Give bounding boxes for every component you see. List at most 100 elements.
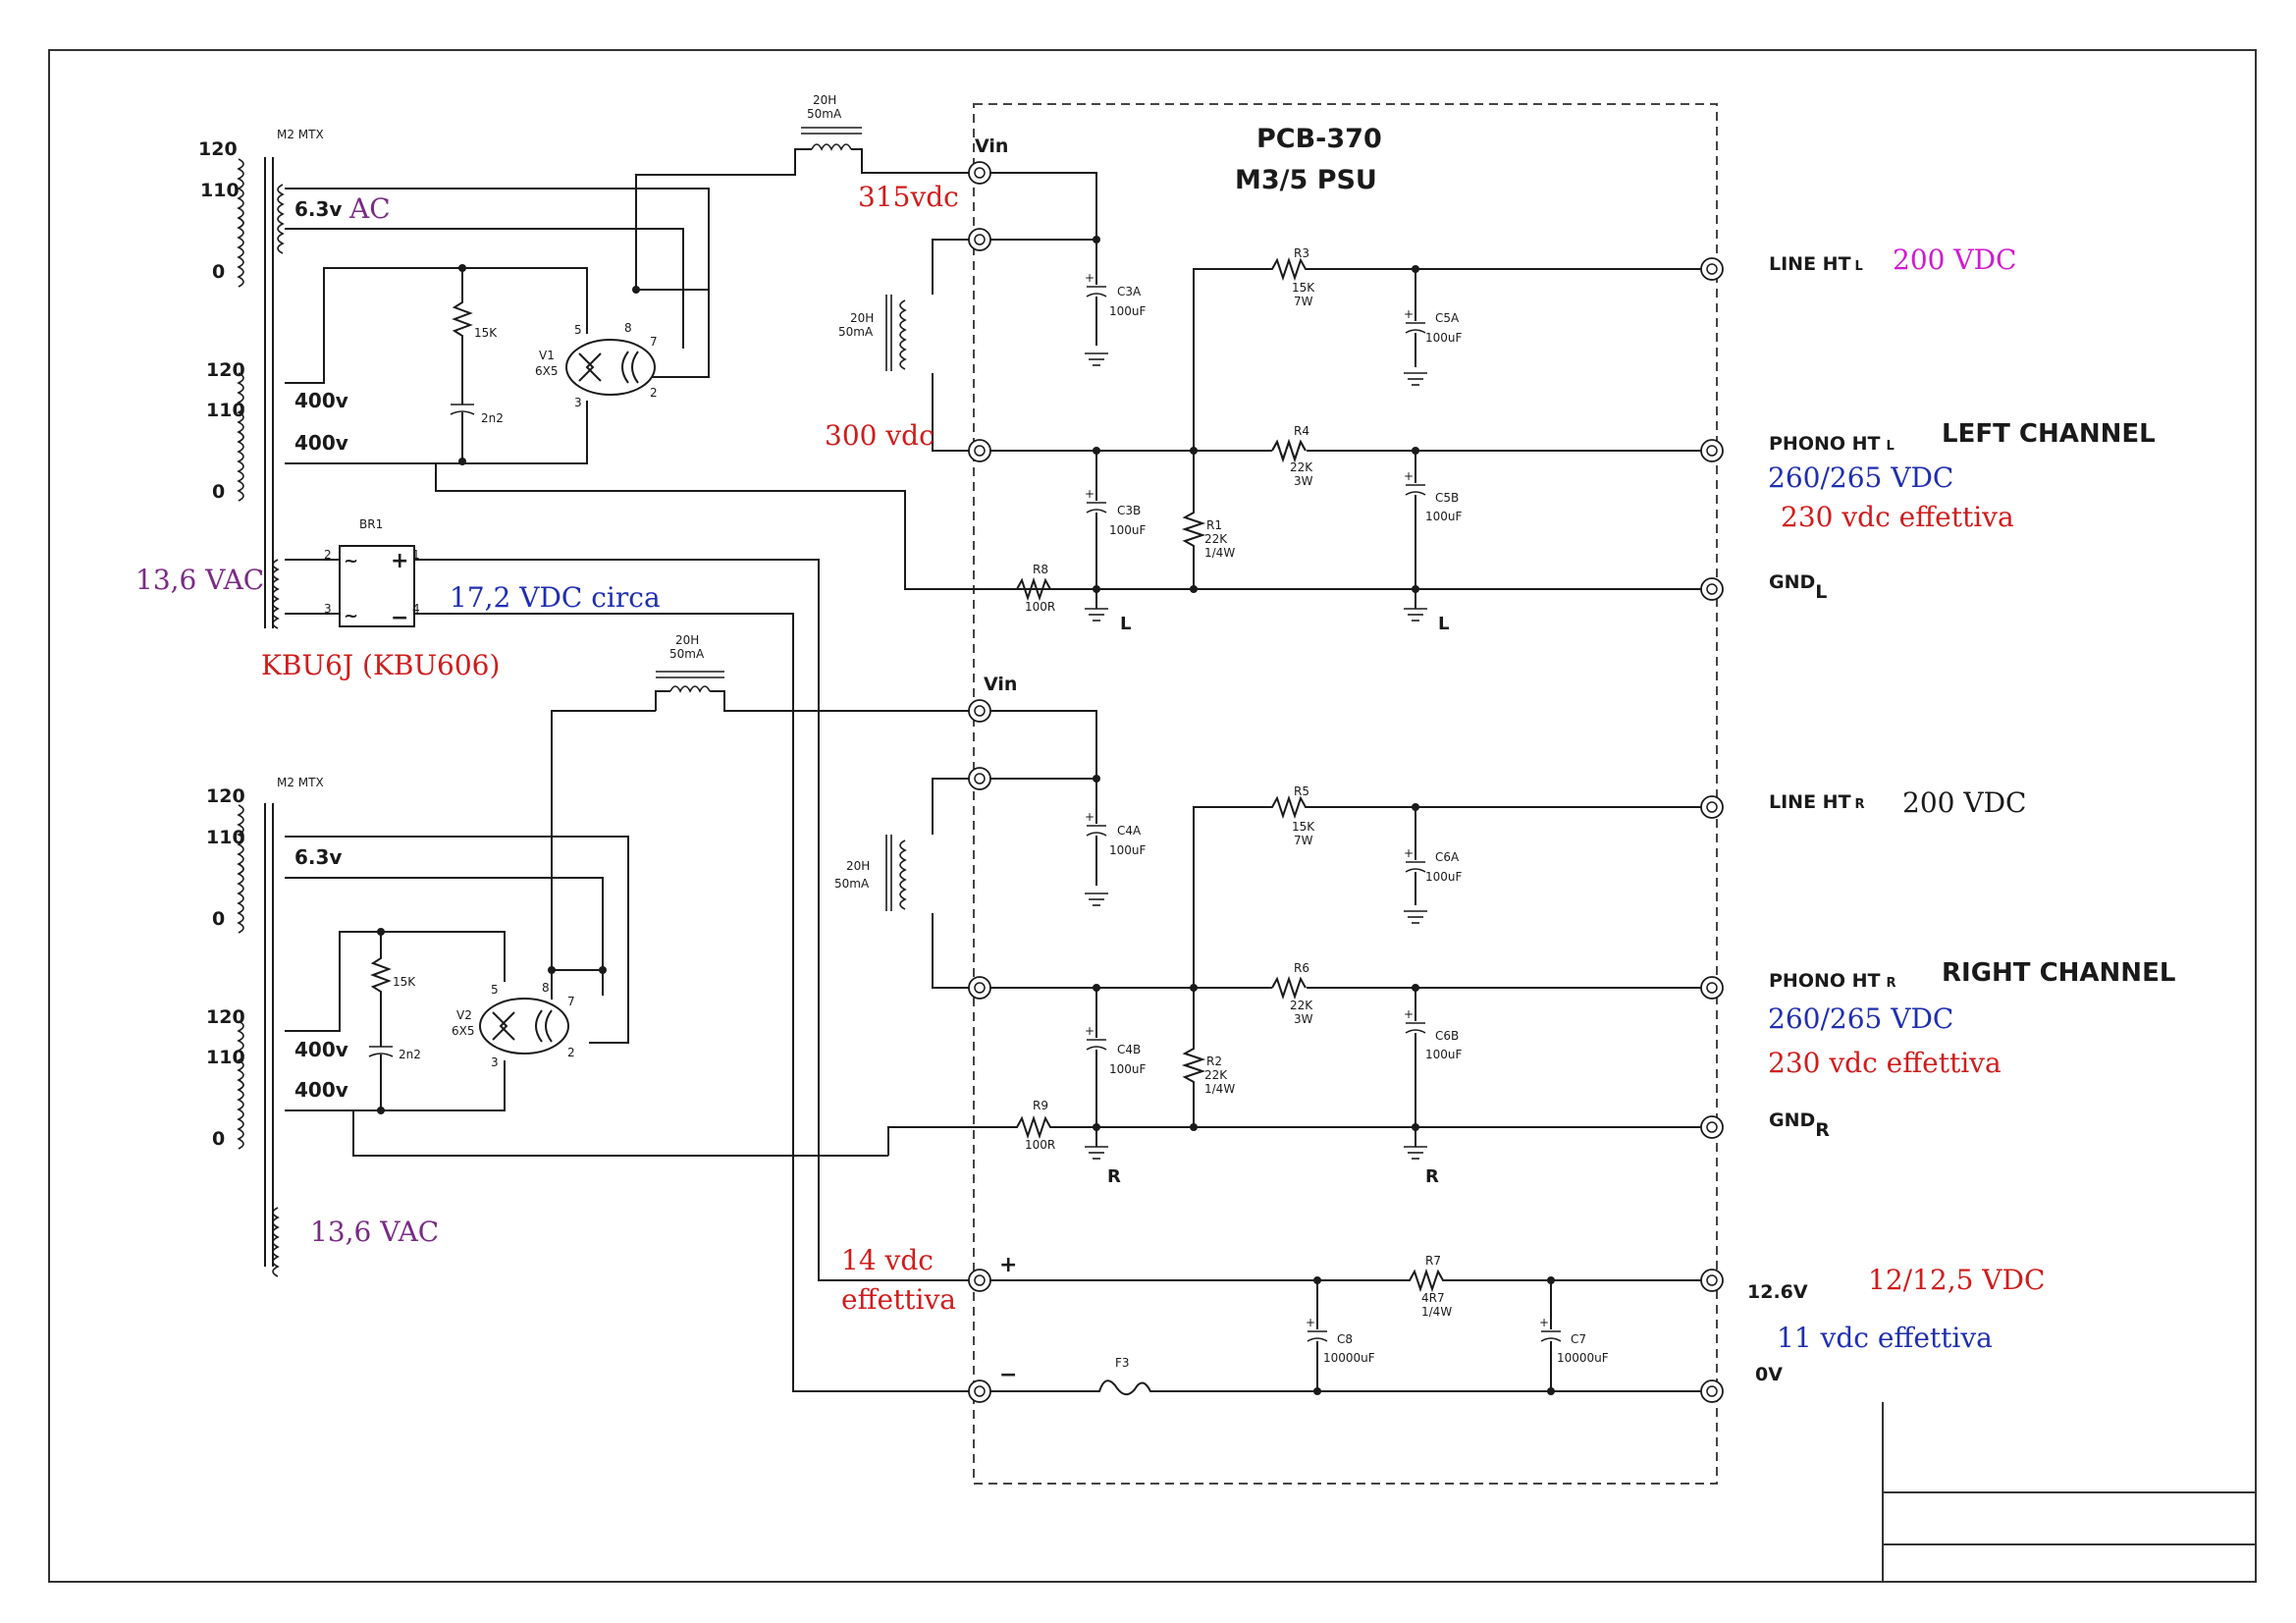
svg-text:110: 110 [206,827,245,848]
svg-text:R: R [1425,1166,1439,1187]
svg-text:R3: R3 [1294,246,1309,260]
svg-text:C6A: C6A [1435,850,1460,864]
choke-1: 20H 50mA [801,93,862,150]
v12-note: 12/12,5 VDC [1868,1264,2045,1296]
svg-text:C8: C8 [1337,1332,1353,1346]
svg-text:100uF: 100uF [1425,331,1463,345]
note-14vdc: 14 vdc [841,1244,934,1276]
svg-text:V2: V2 [456,1008,472,1022]
svg-text:C6B: C6B [1435,1029,1459,1043]
svg-text:5: 5 [574,323,582,337]
gnd-r-label: GNDR [1769,1109,1830,1141]
svg-text:100uF: 100uF [1109,523,1147,537]
svg-text:22K: 22K [1290,460,1313,474]
svg-text:+: + [391,549,408,573]
phono-r-effective: 230 vdc effettiva [1768,1047,2002,1079]
bridge-part: KBU6J (KBU606) [261,649,500,681]
svg-text:2: 2 [650,386,658,400]
svg-text:50mA: 50mA [838,325,874,339]
svg-text:Vin: Vin [975,135,1008,157]
svg-text:100uF: 100uF [1425,870,1463,884]
svg-text:~: ~ [344,606,358,626]
left-channel-label: LEFT CHANNEL [1942,419,2156,449]
board-subtitle: M3/5 PSU [1235,165,1377,195]
svg-text:50mA: 50mA [834,877,870,891]
svg-text:F3: F3 [1115,1356,1130,1370]
svg-text:R: R [1107,1166,1121,1187]
svg-text:22K: 22K [1204,1068,1228,1082]
svg-text:2n2: 2n2 [399,1048,421,1061]
line-ht-r-voltage: 200 VDC [1902,786,2026,819]
svg-text:+: + [999,1253,1017,1277]
svg-text:7: 7 [650,335,658,349]
note-14vdc-eff: effettiva [841,1283,956,1316]
svg-text:2: 2 [324,548,332,562]
svg-text:15K: 15K [1292,820,1315,834]
bottom-aux-note: 13,6 VAC [310,1216,439,1248]
svg-text:400v: 400v [294,431,348,455]
svg-text:110: 110 [200,180,240,201]
svg-text:6.3v: 6.3v [294,197,342,221]
svg-text:20H: 20H [675,633,699,647]
ov-label: 0V [1755,1364,1783,1385]
svg-text:R4: R4 [1294,424,1309,438]
svg-text:C4A: C4A [1117,824,1142,838]
svg-text:C5A: C5A [1435,311,1460,325]
svg-text:15K: 15K [474,326,498,340]
svg-text:20H: 20H [846,859,870,873]
svg-text:6X5: 6X5 [535,364,559,378]
svg-text:L: L [1120,614,1131,634]
svg-text:100uF: 100uF [1425,510,1463,523]
svg-text:2n2: 2n2 [481,411,504,425]
tube-v2: V2 6X5 5 8 7 3 2 [452,981,575,1069]
svg-text:0: 0 [212,1128,225,1150]
svg-text:R7: R7 [1425,1254,1441,1268]
transformer-bottom: M2 MTX 120 110 0 120 110 0 6.3v 400v 400… [206,776,439,1277]
v12-effective: 11 vdc effettiva [1777,1322,1993,1354]
svg-text:1/4W: 1/4W [1421,1305,1452,1319]
board-name: PCB-370 [1256,124,1382,154]
transformer-top: M2 MTX 120 110 0 120 110 0 6.3v AC 400v … [198,128,391,587]
svg-text:3: 3 [574,396,582,409]
svg-text:15K: 15K [393,975,416,989]
svg-text:110: 110 [206,1047,245,1068]
svg-text:1/4W: 1/4W [1204,1082,1235,1096]
svg-text:100uF: 100uF [1425,1048,1463,1061]
note-315vdc: 315vdc [858,181,959,213]
svg-text:~: ~ [344,551,358,571]
svg-text:10000uF: 10000uF [1557,1351,1609,1365]
svg-text:C3A: C3A [1117,285,1142,298]
bridge-rectifier: BR1 2 1 3 4 ~ ~ + − [324,517,420,630]
ac-note: AC [348,192,391,225]
svg-text:−: − [391,606,408,630]
bridge-ac-note: 13,6 VAC [135,564,264,596]
svg-text:3: 3 [324,602,332,616]
svg-text:4: 4 [412,602,420,616]
svg-text:20H: 20H [813,93,836,107]
svg-text:15K: 15K [1292,281,1315,295]
svg-text:2: 2 [567,1046,575,1059]
svg-text:R1: R1 [1206,518,1222,532]
svg-text:C3B: C3B [1117,504,1141,517]
svg-text:C4B: C4B [1117,1043,1141,1056]
svg-text:3W: 3W [1294,474,1313,488]
svg-text:400v: 400v [294,389,348,412]
svg-text:8: 8 [542,981,550,995]
svg-text:22K: 22K [1290,999,1313,1012]
svg-text:100R: 100R [1025,1138,1055,1152]
svg-text:1: 1 [412,548,420,562]
svg-text:100uF: 100uF [1109,1062,1147,1076]
pcb-boundary [973,103,1718,1485]
svg-text:R2: R2 [1206,1055,1222,1068]
title-block [1882,1402,2256,1582]
svg-text:0: 0 [212,908,225,930]
svg-text:−: − [999,1363,1017,1387]
right-channel-label: RIGHT CHANNEL [1942,958,2175,988]
svg-text:0: 0 [212,261,225,283]
line-ht-l-voltage: 200 VDC [1893,243,2016,276]
svg-text:7W: 7W [1294,834,1313,847]
svg-text:100R: 100R [1025,600,1055,614]
